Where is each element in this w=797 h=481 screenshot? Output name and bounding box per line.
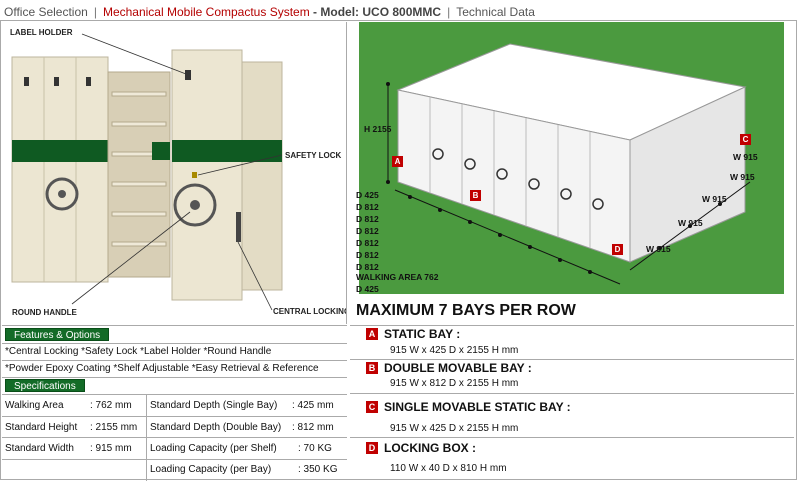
breadcrumb-separator: | bbox=[447, 5, 451, 19]
dimension-width: W 915 bbox=[678, 218, 703, 228]
diagram-title: MAXIMUM 7 BAYS PER ROW bbox=[356, 302, 576, 319]
bay-dims-locking-box: 110 W x 40 D x 810 H mm bbox=[390, 463, 507, 474]
bay-badge-d: D bbox=[366, 442, 378, 454]
dimension-depth: D 812 bbox=[356, 238, 379, 248]
bay-badge-b: B bbox=[366, 362, 378, 374]
features-line-1: *Central Locking *Safety Lock *Label Hol… bbox=[5, 346, 272, 357]
bay-name-double-movable: DOUBLE MOVABLE BAY : bbox=[384, 361, 532, 375]
diagram-marker-c: C bbox=[740, 134, 751, 145]
bay-types-panel: A STATIC BAY : 915 W x 425 D x 2155 H mm… bbox=[350, 325, 794, 480]
spec-standard-width-value: : 915 mm bbox=[90, 443, 132, 454]
dimension-depth: D 812 bbox=[356, 214, 379, 224]
spec-standard-height-value: : 2155 mm bbox=[90, 422, 138, 433]
dimension-width: W 915 bbox=[702, 194, 727, 204]
spec-loading-bay-label: Loading Capacity (per Bay) bbox=[150, 464, 272, 475]
dimension-walking-area: WALKING AREA 762 bbox=[356, 272, 439, 282]
breadcrumb-technical-data: Technical Data bbox=[456, 5, 535, 19]
spec-walking-area-label: Walking Area bbox=[5, 400, 64, 411]
bay-badge-c: C bbox=[366, 401, 378, 413]
bay-dims-single-movable-static: 915 W x 425 D x 2155 H mm bbox=[390, 423, 519, 434]
diagram-marker-a: A bbox=[392, 156, 403, 167]
compactus-photo-illustration bbox=[11, 33, 283, 311]
bay-dims-static: 915 W x 425 D x 2155 H mm bbox=[390, 345, 519, 356]
technical-diagram: H 2155 D 425 D 812 D 812 D 812 D 812 D 8… bbox=[350, 22, 794, 324]
diagram-marker-b: B bbox=[470, 190, 481, 201]
spec-depth-single-value: : 425 mm bbox=[292, 400, 334, 411]
bay-dims-double-movable: 915 W x 812 D x 2155 H mm bbox=[390, 378, 519, 389]
spec-depth-double-label: Standard Depth (Double Bay) bbox=[150, 422, 282, 433]
spec-standard-width-label: Standard Width bbox=[5, 443, 74, 454]
specifications-heading: Specifications bbox=[5, 379, 85, 392]
dimension-depth: D 812 bbox=[356, 202, 379, 212]
callout-round-handle: ROUND HANDLE bbox=[12, 308, 77, 317]
spec-standard-height-label: Standard Height bbox=[5, 422, 78, 433]
product-photo: LABEL HOLDER SAFETY LOCK ROUND HANDLE CE… bbox=[2, 22, 347, 324]
spec-depth-double-value: : 812 mm bbox=[292, 422, 334, 433]
spec-loading-shelf-label: Loading Capacity (per Shelf) bbox=[150, 443, 277, 454]
dimension-depth: D 425 bbox=[356, 284, 379, 294]
spec-depth-single-label: Standard Depth (Single Bay) bbox=[150, 400, 278, 411]
callout-safety-lock: SAFETY LOCK bbox=[285, 151, 342, 160]
features-heading: Features & Options bbox=[5, 328, 110, 341]
dimension-width: W 915 bbox=[730, 172, 755, 182]
dimension-depth: D 812 bbox=[356, 262, 379, 272]
callout-central-locking: CENTRAL LOCKING bbox=[273, 307, 347, 316]
breadcrumb-separator: | bbox=[93, 5, 97, 19]
breadcrumb-product-name[interactable]: Mechanical Mobile Compactus System bbox=[102, 5, 310, 19]
dimension-depth: D 425 bbox=[356, 190, 379, 200]
spec-loading-bay-value: : 350 KG bbox=[298, 464, 338, 475]
dimension-width: W 915 bbox=[646, 244, 671, 254]
breadcrumb-model: - Model: UCO 800MMC bbox=[313, 5, 442, 19]
breadcrumb-office-selection[interactable]: Office Selection bbox=[4, 5, 88, 19]
bay-badge-a: A bbox=[366, 328, 378, 340]
bay-name-locking-box: LOCKING BOX : bbox=[384, 441, 476, 455]
dimension-depth: D 812 bbox=[356, 250, 379, 260]
compactus-diagram-illustration bbox=[386, 43, 751, 285]
dimension-height: H 2155 bbox=[364, 124, 392, 134]
callout-label-holder: LABEL HOLDER bbox=[10, 28, 73, 37]
diagram-marker-d: D bbox=[612, 244, 623, 255]
spec-loading-shelf-value: : 70 KG bbox=[298, 443, 332, 454]
features-specs-panel: Features & Options *Central Locking *Saf… bbox=[2, 325, 347, 481]
dimension-width: W 915 bbox=[733, 152, 758, 162]
bay-name-static: STATIC BAY : bbox=[384, 327, 461, 341]
breadcrumb: Office Selection | Mechanical Mobile Compa… bbox=[4, 5, 535, 19]
bay-name-single-movable-static: SINGLE MOVABLE STATIC BAY : bbox=[384, 400, 571, 414]
features-line-2: *Powder Epoxy Coating *Shelf Adjustable … bbox=[5, 363, 319, 374]
dimension-depth: D 812 bbox=[356, 226, 379, 236]
spec-walking-area-value: : 762 mm bbox=[90, 400, 132, 411]
